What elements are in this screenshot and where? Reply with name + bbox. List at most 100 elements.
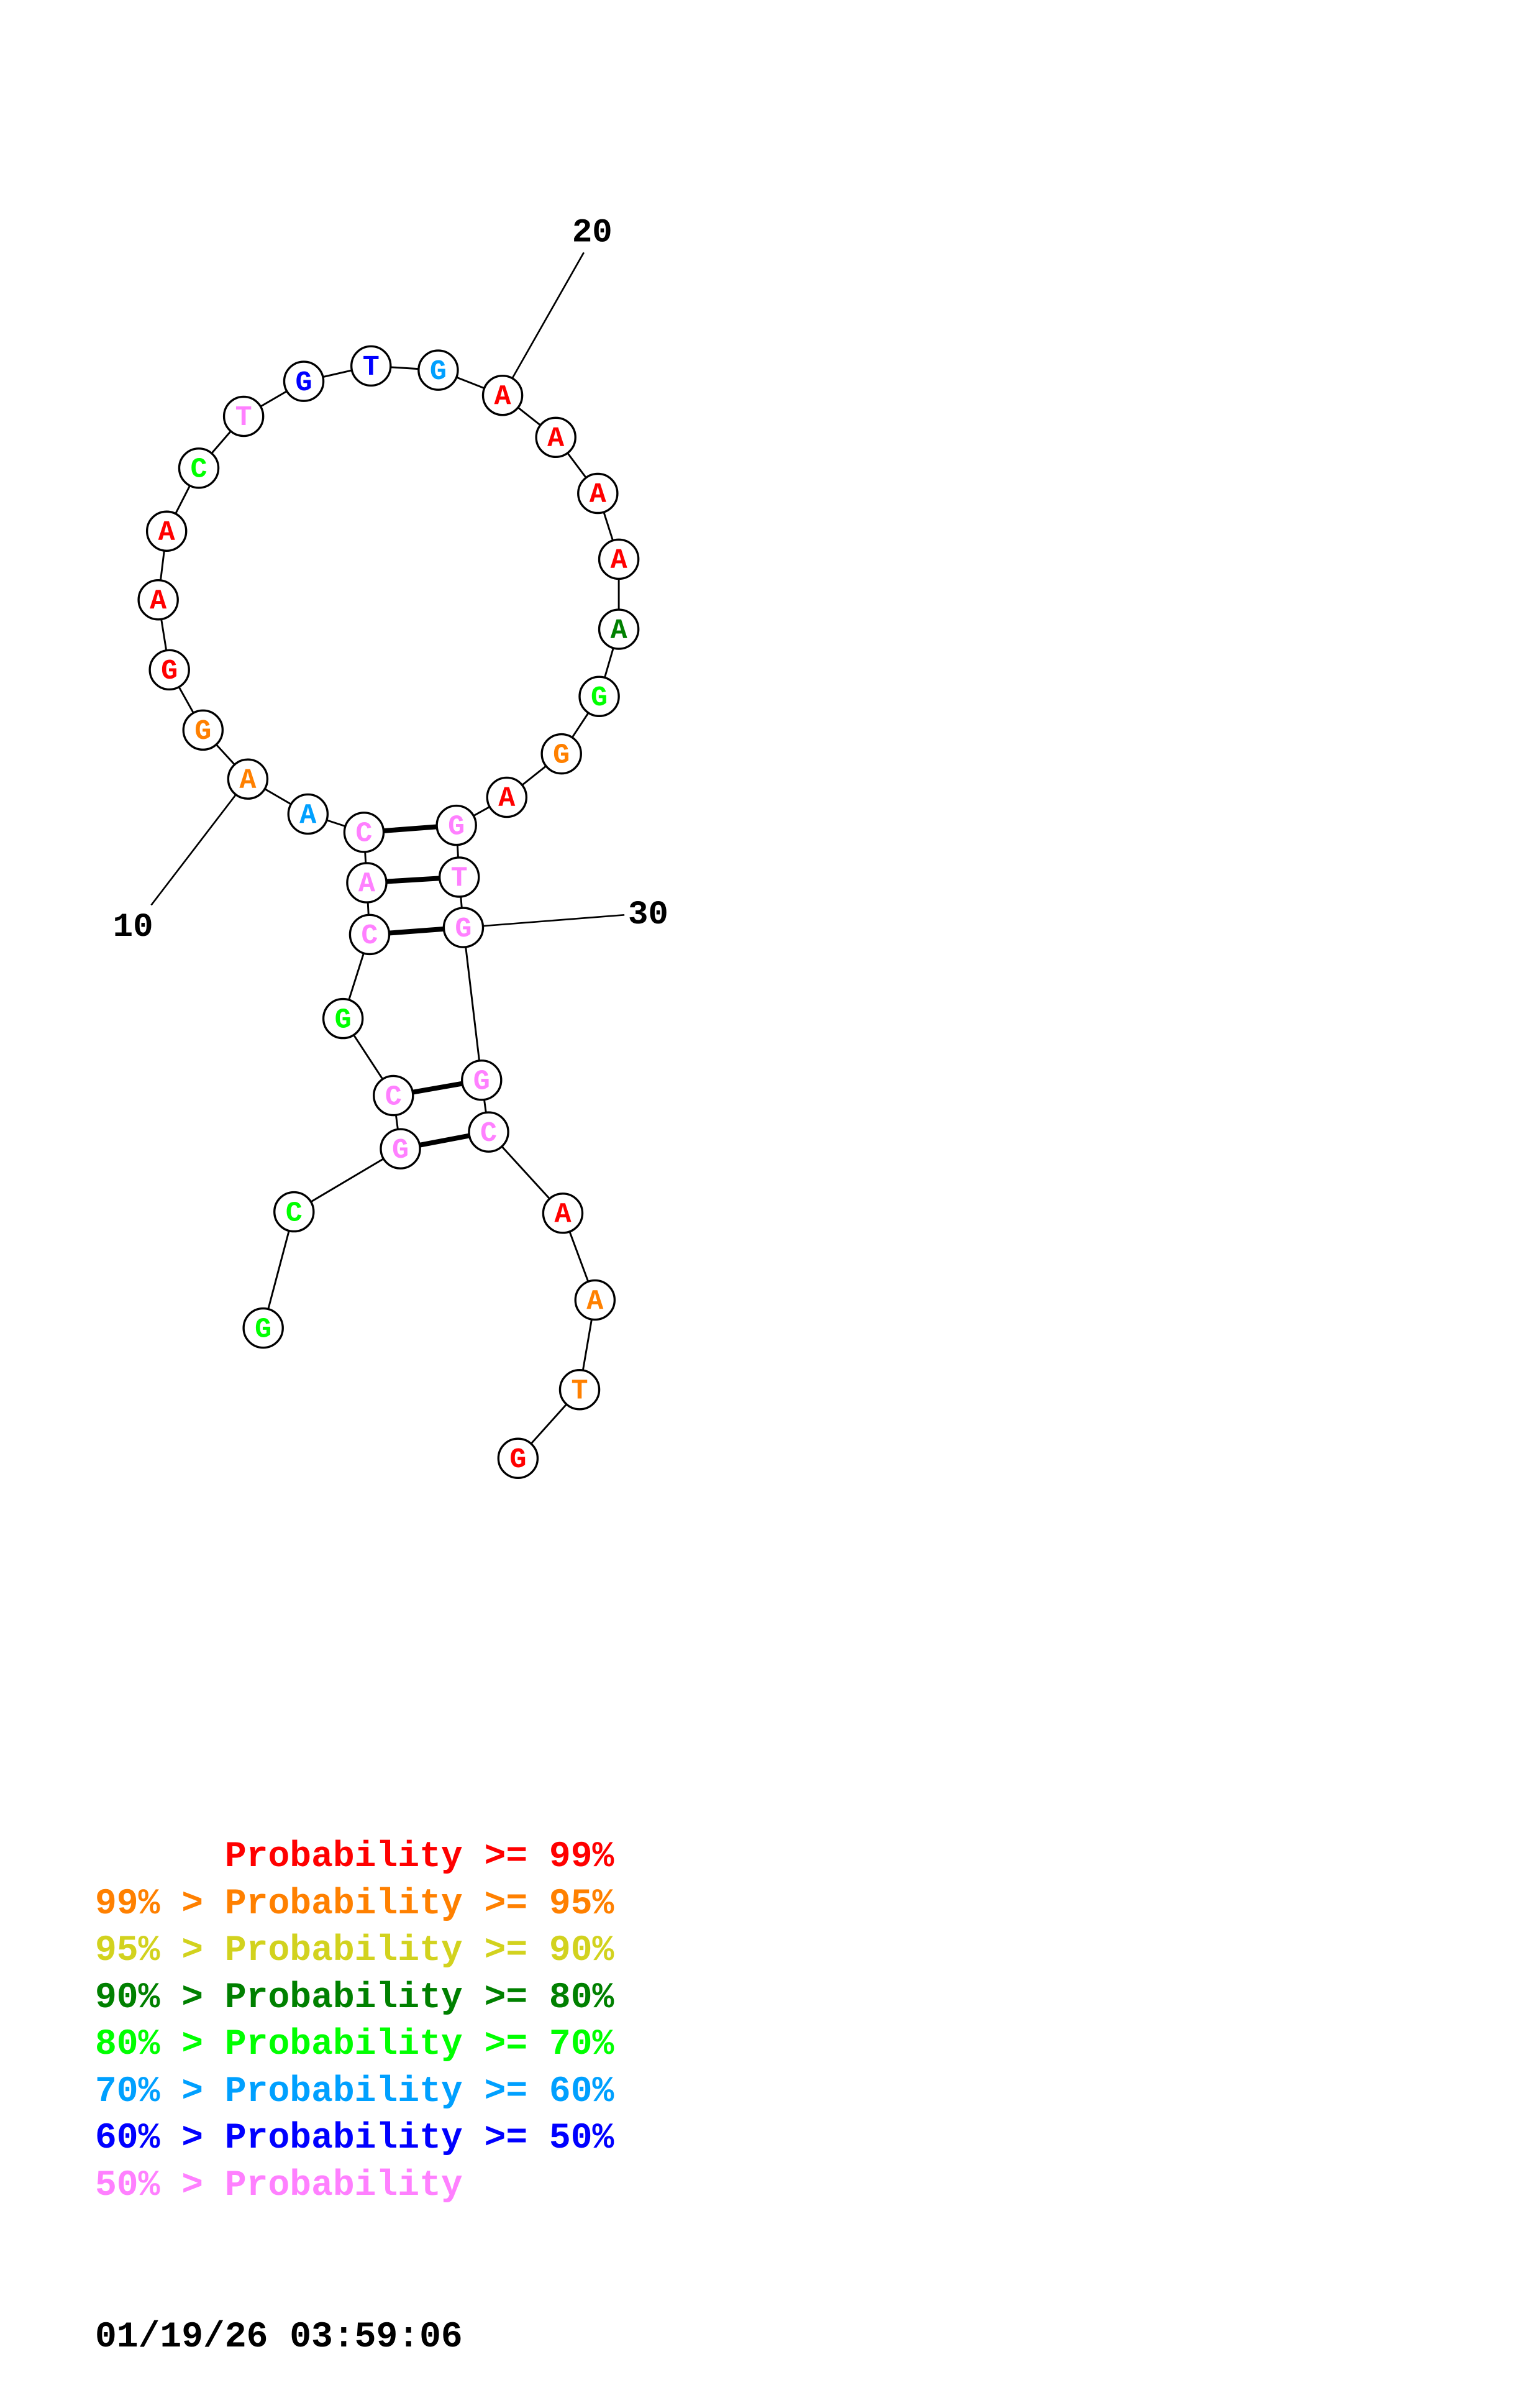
nucleotide: C [373, 1074, 414, 1117]
nucleotide: T [350, 345, 392, 387]
position-label: 30 [628, 896, 668, 934]
nucleotide-letter: A [158, 516, 176, 549]
nucleotide-circle [435, 804, 477, 846]
nucleotide-circle [417, 349, 459, 391]
nucleotide-letter: A [611, 544, 628, 577]
nucleotide: G [417, 349, 459, 391]
nucleotide-circle [468, 1111, 509, 1153]
legend-row: 70% > Probability >= 60% [95, 2069, 614, 2116]
nucleotide: G [283, 360, 325, 402]
legend-row: 60% > Probability >= 50% [95, 2115, 614, 2163]
legend-row: Probability >= 99% [95, 1834, 614, 1881]
nucleotide-circle [486, 776, 528, 818]
legend-prefix: 95% > [95, 1931, 225, 1971]
nucleotide-circle [343, 812, 385, 853]
nucleotide-circle [242, 1307, 284, 1349]
nucleotide-letter: A [150, 585, 167, 617]
nucleotide-circle [373, 1074, 414, 1117]
nucleotide: T [438, 856, 480, 898]
nucleotide-circle [540, 733, 582, 775]
nucleotide-letter: A [358, 868, 376, 900]
nucleotide-letter: T [451, 863, 468, 895]
nucleotide-circle [350, 345, 392, 387]
position-tick-line [463, 913, 625, 928]
nucleotide-letter: G [591, 682, 608, 714]
nucleotide: G [380, 1128, 421, 1170]
nucleotide: A [577, 472, 619, 515]
legend-prefix: 70% > [95, 2071, 225, 2112]
nucleotide-letter: G [255, 1313, 271, 1345]
nucleotide-letter: A [590, 478, 607, 511]
nucleotide: A [145, 510, 188, 552]
position-label: 10 [113, 909, 153, 946]
nucleotide-circle [598, 608, 640, 650]
legend-prefix: 50% > [95, 2165, 225, 2206]
nucleotide: G [540, 733, 582, 775]
legend-text: Probability >= 95% [224, 1884, 614, 1925]
nucleotide-circle [535, 416, 576, 459]
nucleotide: G [148, 649, 190, 691]
nucleotide: A [535, 416, 576, 459]
legend-text: Probability >= 70% [224, 2025, 614, 2065]
legend-rows: Probability >= 99%99% > Probability >= 9… [95, 1834, 614, 2209]
nucleotide-letter: A [611, 615, 628, 647]
nucleotide-circle [349, 913, 391, 956]
probability-legend: Probability >= 99%99% > Probability >= 9… [95, 1740, 614, 2408]
nucleotide-circle [227, 758, 269, 800]
position-label: 20 [572, 214, 613, 252]
nucleotide-circle [380, 1128, 421, 1170]
nucleotide-circle [178, 447, 220, 489]
nucleotide-letter: C [385, 1081, 402, 1113]
position-ticks: 10 20 30 [113, 214, 668, 946]
nucleotide-circle [497, 1437, 539, 1479]
legend-row: 99% > Probability >= 95% [95, 1881, 614, 1928]
nucleotide: G [578, 675, 620, 717]
nucleotide-letter: C [480, 1117, 497, 1150]
nucleotide-circle [182, 709, 224, 751]
nucleotide-letter: G [335, 1004, 352, 1036]
legend-text: Probability >= 99% [224, 1837, 614, 1877]
nucleotide: A [346, 862, 388, 904]
nucleotide: G [497, 1437, 539, 1479]
legend-row: 90% > Probability >= 80% [95, 1975, 614, 2022]
nucleotide: A [598, 608, 640, 650]
backbone-link [462, 927, 483, 1081]
nucleotide-letter: G [473, 1065, 490, 1097]
legend-prefix: 80% > [95, 2025, 225, 2065]
nucleotide-circle [442, 907, 485, 948]
legend-row: 50% > Probability [95, 2163, 614, 2210]
nucleotide-letter: G [553, 739, 570, 771]
legend-prefix: 90% > [95, 1977, 225, 2018]
nucleotide-circle [273, 1191, 315, 1233]
nucleotide-letter: G [296, 367, 312, 399]
nucleotide: A [227, 758, 269, 800]
position-tick-line [501, 252, 585, 396]
nucleotide: A [542, 1193, 584, 1234]
nucleotide-circle [438, 856, 480, 898]
legend-row: 80% > Probability >= 70% [95, 2021, 614, 2069]
legend-prefix: 99% > [95, 1884, 225, 1925]
nucleotide: C [178, 447, 220, 489]
nucleotide-circle [287, 793, 329, 835]
nucleotide-letter: G [448, 810, 465, 843]
nucleotide-letter: G [161, 655, 178, 687]
nucleotide: G [182, 709, 224, 751]
nucleotide-letter: A [547, 423, 565, 455]
nucleotide-circle [145, 510, 188, 552]
nucleotide-letter: A [494, 380, 512, 413]
nucleotide: A [481, 374, 524, 416]
nucleotide-letter: A [586, 1285, 604, 1317]
position-tick-line [150, 778, 248, 906]
legend-row: 95% > Probability >= 90% [95, 1928, 614, 1975]
nucleotide-letter: A [554, 1199, 572, 1231]
nucleotide-circle [577, 472, 619, 515]
nucleotide: A [287, 793, 329, 835]
backbone [157, 365, 620, 1459]
nucleotide: G [461, 1059, 503, 1101]
nucleotide-circle [574, 1279, 616, 1321]
nucleotide-letter: C [190, 454, 207, 486]
legend-text: Probability [224, 2165, 463, 2206]
nucleotide-letter: G [194, 715, 211, 748]
